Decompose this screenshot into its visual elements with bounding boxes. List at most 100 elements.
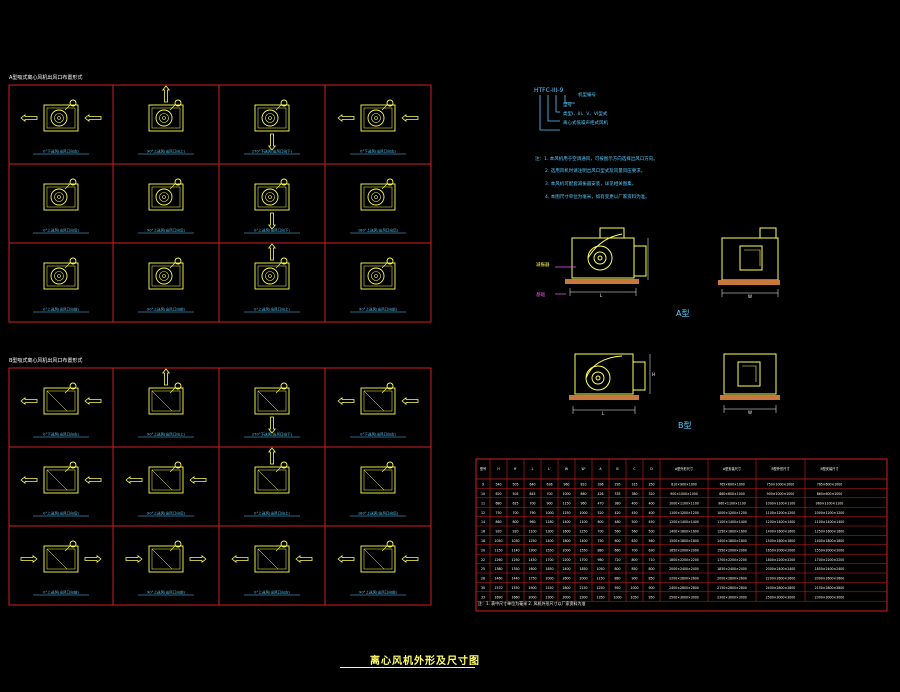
title-underline [340,667,475,668]
airflow-arrow [401,396,419,406]
table-cell: 2400 [562,567,570,571]
table-cell: 765×600×1000 [719,483,745,487]
table-cell: 2600 [562,577,570,581]
arrangement-caption: 0°上送风(出风口向下) [254,228,290,233]
table-cell: 1250 [579,530,587,534]
arrangement-caption: 90°上送风(出风口向后) [147,228,186,233]
arrangement-caption: 90°上送风(出风口向前) [147,590,186,595]
fan-arrangement-cell: 0°下送风(出风口向左) [20,382,102,438]
arrangement-caption: 0°下送风(出风口向左) [43,432,79,437]
fan-unit [360,382,396,415]
table-cell: 560 [648,539,654,543]
table-cell: 1250 [596,586,604,590]
table-cell: 2000×2600×2600 [815,577,845,581]
airflow-arrow [267,416,277,434]
airflow-arrow [20,554,38,564]
table-cell: 1650×2000×2000 [766,548,796,552]
table-cell: 505 [512,483,518,487]
fan-arrangement-cell: 90°上送风(出风口向后) [125,461,207,517]
table-cell: 1550×2000×2000 [815,548,845,552]
fan-arrangement-cell: 270°下送风(出风口向下) [244,382,300,438]
table-cell: 1400×1800×1800 [717,539,747,543]
table-cell: 1750 [528,577,536,581]
airflow-arrow [161,368,171,386]
table-cell: 2200 [562,558,570,562]
airflow-arrow [189,475,207,485]
table-cell: 960×1100×1100 [718,501,746,505]
model-legend-0: 机型编号 [578,91,596,98]
table-cell: 2300 [545,595,553,599]
type-b-dim-h: H [652,372,655,377]
fan-arrangement-cell: 0°下送风(出风口向左) [20,99,102,155]
table-cell: 1500×1800×1800 [669,539,699,543]
table-cell: 320 [648,492,654,496]
type-a-side-base [718,280,780,285]
fan-arrangement-cell: 180°上送风(出风口向后) [350,178,406,234]
table-cell: 920 [495,530,501,534]
airflow-arrow [20,475,38,485]
table-cell: 700 [529,501,535,505]
table-cell: 710 [648,558,654,562]
table-cell: 1600 [528,567,536,571]
table-cell: 1850 [545,567,553,571]
fan-arrangement-cell: 0°上送风(出风口向下) [244,178,300,234]
table-cell: 765×600×1000 [817,483,843,487]
fan-unit [43,461,79,494]
table-cell: 790 [529,511,535,515]
table-cell: 1050 [630,595,638,599]
section-a-label: A型吸式离心风机出风口布置形式 [9,74,82,81]
table-cell: 28 [481,577,485,581]
table-header: D [650,467,653,471]
table-cell: 800 [512,520,518,524]
table-cell: 1100 [528,530,536,534]
arrangement-caption: 0°上送风(出风口向后) [43,228,79,233]
table-cell: 520 [597,511,603,515]
table-cell: 1000 [545,511,553,515]
table-cell: 1850 [579,567,587,571]
fan-unit [254,461,290,494]
model-legend [539,95,575,131]
fan-unit [148,382,184,415]
fan-unit [360,540,396,573]
table-cell: 1400 [562,520,570,524]
table-cell: 630 [648,548,654,552]
table-cell: 850 [631,567,637,571]
table-cell: 1250 [562,511,570,515]
table-cell: 900×1000×1000 [767,492,795,496]
table-cell: 1700×2200×2200 [717,558,747,562]
table-cell: 2400×2800×2800 [766,586,796,590]
fan-arrangement-cell: 90°上送风(出风口向前) [125,540,207,596]
table-cell: 2000 [562,548,570,552]
table-cell: 880 [597,548,603,552]
fan-arrangement-cell: 0°上送风(出风口向前) [33,257,89,313]
table-cell: 750×1000×1000 [767,483,795,487]
table-cell: 960 [597,558,603,562]
airflow-arrow [84,554,102,564]
note-1: 2. 选用风机时请注明出风口型式及风量风压要求。 [545,167,645,174]
arrangement-caption: 0°上送风(出风口向上) [254,511,290,516]
arrangement-caption: 0°下送风(出风口向左) [43,149,79,154]
airflow-arrow [337,554,355,564]
table-cell: 1030 [511,539,519,543]
fan-unit [43,99,79,132]
table-cell: 1050 [596,567,604,571]
table-header: B型安装尺寸 [820,466,839,471]
type-a-dim-w: W [748,294,752,299]
table-header: W [565,467,569,471]
airflow-arrow [267,212,277,230]
table-header: H [497,467,500,471]
table-cell: 14 [481,520,485,524]
fan-arrangement-cell: 90°上送风(出风口向前) [337,540,419,596]
arrangement-caption: 180°上送风(出风口向后) [358,228,399,233]
table-cell: 335 [614,492,620,496]
table-cell: 1000 [613,595,621,599]
table-cell: 1400×1600×1600 [669,530,699,534]
table-cell: 640 [529,483,535,487]
note-0: 注：1. 本风机用于空调通风，可按图示方向选择出风口方向。 [535,155,658,162]
table-cell: 2200×2600×2600 [669,577,699,581]
arrangement-caption: 270°下送风(出风口向下) [252,432,293,437]
